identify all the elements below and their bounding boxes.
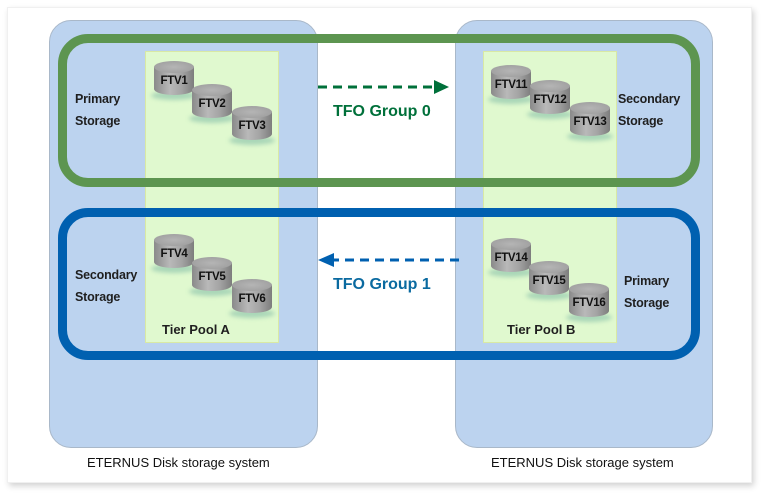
storage-system-left-label: ETERNUS Disk storage system [87,455,270,470]
tfo-group-0-label: TFO Group 0 [333,103,431,120]
group-0-arrow [318,80,449,94]
volume-disk-icon: FTV16 [566,283,612,323]
volume-disk-icon: FTV3 [229,106,275,146]
role-label-right-bottom: Primary Storage [624,274,670,310]
role-label-right-top: Secondary Storage [618,92,681,128]
volume-disk-icon: FTV14 [488,238,534,278]
volume-disk-icon: FTV4 [151,234,197,274]
volume-disk-icon: FTV12 [527,80,573,120]
storage-system-right-label: ETERNUS Disk storage system [491,455,674,470]
volume-disk-icon: FTV15 [526,261,572,301]
volume-disk-icon: FTV11 [488,65,534,105]
volume-disk-icon: FTV6 [229,279,275,319]
group-1-arrow [318,253,459,267]
volume-disk-icon: FTV2 [189,84,235,124]
tfo-group-1-label: TFO Group 1 [333,276,431,293]
tfo-group-1-loop [58,208,700,360]
volume-disk-icon: FTV5 [189,257,235,297]
tfo-group-0-loop [58,34,700,187]
role-label-left-top: Primary Storage [75,92,121,128]
volume-disk-icon: FTV13 [567,102,613,142]
role-label-left-bottom: Secondary Storage [75,268,138,304]
tier-pool-b-label: Tier Pool B [507,322,576,337]
volume-disk-icon: FTV1 [151,61,197,101]
tier-pool-a-label: Tier Pool A [162,322,230,337]
